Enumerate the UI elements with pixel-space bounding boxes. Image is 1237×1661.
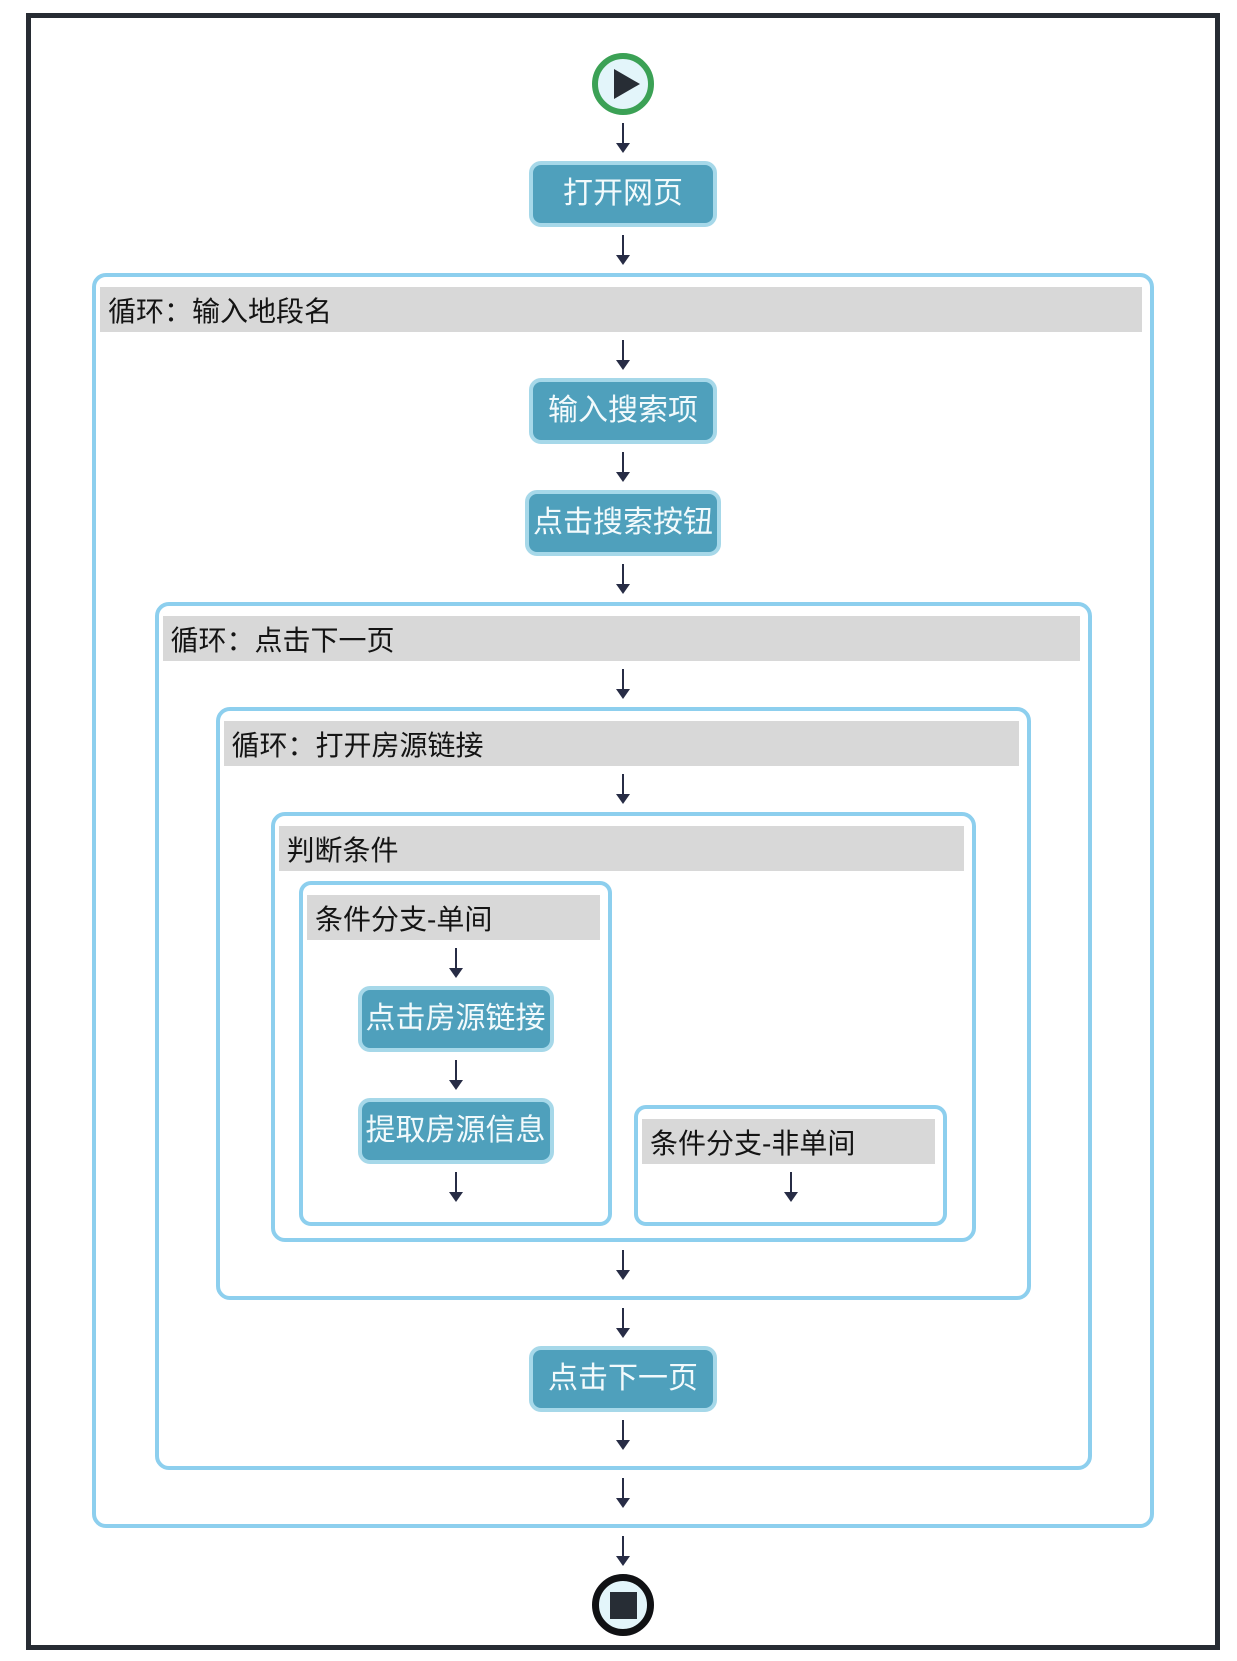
down-arrow-icon: [615, 235, 631, 265]
step-extract-listing-info[interactable]: 提取房源信息: [357, 1098, 554, 1164]
step-click-next-page[interactable]: 点击下一页: [529, 1346, 717, 1412]
loop-open-listing-link-header[interactable]: 循环：打开房源链接: [223, 721, 1019, 766]
stop-icon: [609, 1591, 637, 1619]
down-arrow-icon: [448, 1172, 464, 1202]
down-arrow-icon: [448, 948, 464, 978]
down-arrow-icon: [615, 1250, 631, 1280]
loop-click-next-page-header[interactable]: 循环：点击下一页: [162, 616, 1080, 661]
end-node[interactable]: [592, 1574, 654, 1636]
condition-block: 判断条件 条件分支-单间 点击房源链接 提取房源信息: [270, 812, 976, 1242]
down-arrow-icon: [615, 340, 631, 370]
workflow-canvas: 打开网页 循环：输入地段名 输入搜索项 点击搜索按钮 循环：点击下一页 循环：打…: [26, 13, 1220, 1650]
down-arrow-icon: [615, 774, 631, 804]
down-arrow-icon: [615, 1420, 631, 1450]
down-arrow-icon: [615, 564, 631, 594]
down-arrow-icon: [615, 669, 631, 699]
branch-single-room-header[interactable]: 条件分支-单间: [307, 895, 600, 940]
loop-click-next-page: 循环：点击下一页 循环：打开房源链接 判断条件 条件分支-单间 点击房源链接: [154, 602, 1092, 1470]
step-open-webpage[interactable]: 打开网页: [529, 161, 717, 227]
down-arrow-icon: [615, 1478, 631, 1508]
down-arrow-icon: [615, 1536, 631, 1566]
branch-single-room: 条件分支-单间 点击房源链接 提取房源信息: [299, 881, 612, 1226]
loop-enter-district: 循环：输入地段名 输入搜索项 点击搜索按钮 循环：点击下一页 循环：打开房源链接…: [92, 273, 1154, 1528]
down-arrow-icon: [615, 452, 631, 482]
loop-open-listing-link: 循环：打开房源链接 判断条件 条件分支-单间 点击房源链接 提取房源信息: [215, 707, 1031, 1300]
branch-not-single-room: 条件分支-非单间: [634, 1105, 947, 1226]
step-click-search-button[interactable]: 点击搜索按钮: [525, 490, 721, 556]
down-arrow-icon: [783, 1172, 799, 1202]
step-enter-search-term[interactable]: 输入搜索项: [529, 378, 717, 444]
branch-not-single-room-header[interactable]: 条件分支-非单间: [642, 1119, 935, 1164]
start-node[interactable]: [592, 53, 654, 115]
down-arrow-icon: [615, 1308, 631, 1338]
workflow-flow: 打开网页 循环：输入地段名 输入搜索项 点击搜索按钮 循环：点击下一页 循环：打…: [31, 18, 1215, 1636]
loop-enter-district-header[interactable]: 循环：输入地段名: [100, 287, 1142, 332]
down-arrow-icon: [448, 1060, 464, 1090]
condition-block-header[interactable]: 判断条件: [278, 826, 964, 871]
play-icon: [613, 69, 640, 99]
condition-branches: 条件分支-单间 点击房源链接 提取房源信息 条件分支-非单间: [299, 881, 947, 1226]
step-click-listing-link[interactable]: 点击房源链接: [357, 986, 554, 1052]
down-arrow-icon: [615, 123, 631, 153]
